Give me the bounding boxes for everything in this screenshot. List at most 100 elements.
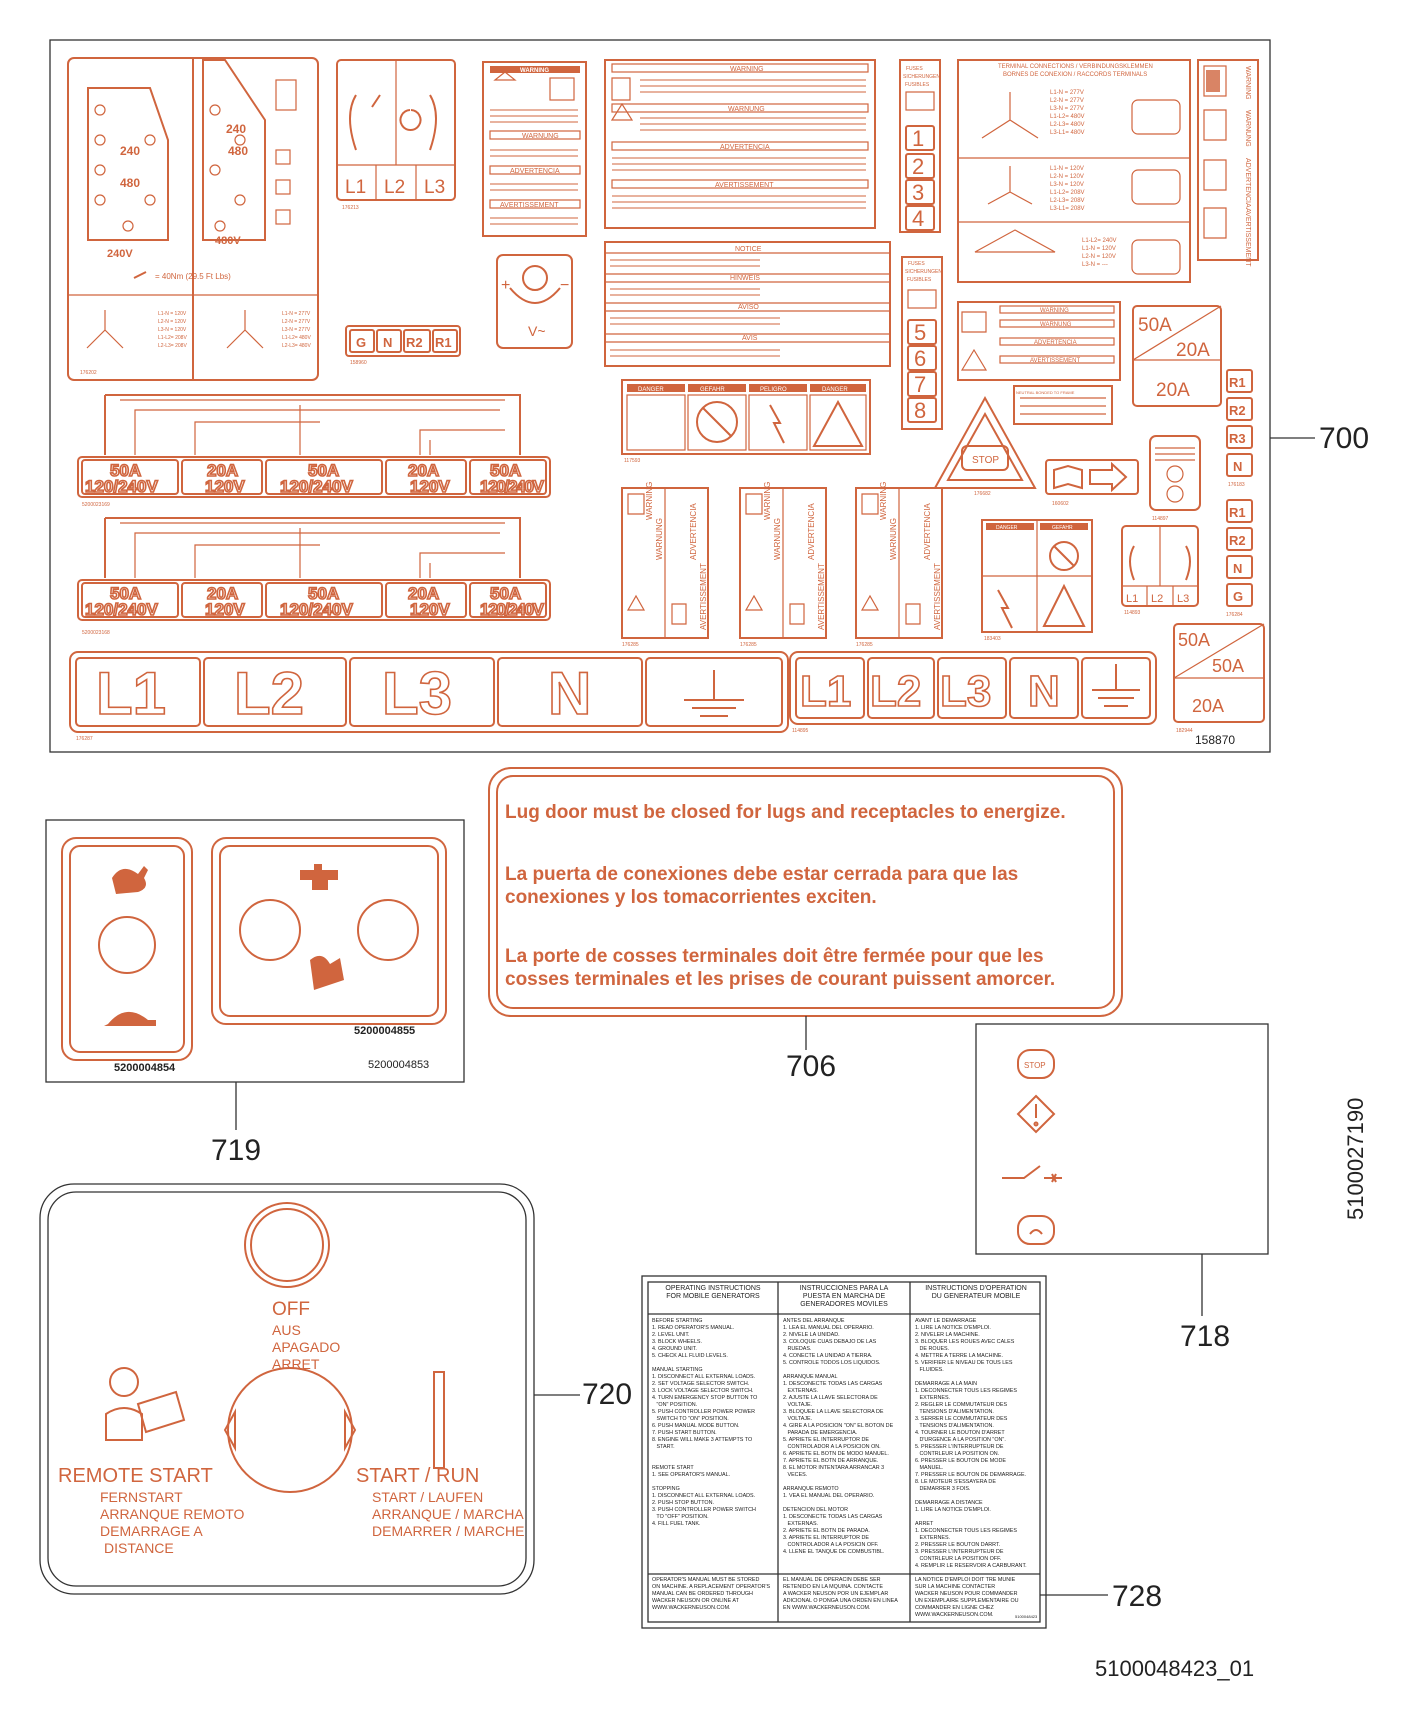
svg-text:L3: L3: [940, 667, 991, 716]
svg-text:L2-L3= 208V: L2-L3= 208V: [158, 343, 187, 349]
relay-tags-upper: R1 R2 R3 N 176183: [1226, 369, 1253, 488]
remote-start-label-720: [39, 1183, 535, 1595]
svg-text:L1-N = 120V: L1-N = 120V: [1050, 166, 1084, 172]
svg-text:L2-L3= 480V: L2-L3= 480V: [1050, 122, 1085, 128]
fuse-label-1-4: FUSES SICHERUNGEN FUSIBLES 1 2 3 4: [899, 59, 941, 233]
svg-text:L3-N = 277V: L3-N = 277V: [1050, 106, 1084, 112]
svg-text:176287: 176287: [76, 736, 93, 742]
svg-text:N: N: [383, 335, 392, 350]
svg-text:AVERTISSEMENT: AVERTISSEMENT: [699, 563, 708, 630]
fuse-label-5-8: FUSES SICHERUNGEN FUSIBLES 5 6 7 8: [901, 256, 943, 430]
svg-text:176202: 176202: [80, 370, 97, 376]
svg-text:ADVERTENCIA: ADVERTENCIA: [1244, 158, 1251, 208]
svg-text:114893: 114893: [1124, 610, 1141, 616]
terminal-label-small: L1 L2 L3 N 114895: [789, 651, 1157, 734]
svg-text:480: 480: [120, 176, 140, 190]
svg-text:L3: L3: [1177, 593, 1189, 605]
svg-text:5100048423: 5100048423: [1015, 1614, 1038, 1619]
part-number-718: 5100027190: [1343, 1098, 1368, 1220]
svg-text:L2-L3= 208V: L2-L3= 208V: [1050, 198, 1085, 204]
svg-text:L1-N = 277V: L1-N = 277V: [1050, 90, 1084, 96]
electric-shock-icon: [748, 394, 808, 451]
read-manual-icon: [1053, 464, 1083, 490]
switch-label-l1: L1: [345, 177, 366, 198]
turtle-icon: [104, 1011, 156, 1026]
terminal-l3: L3: [382, 660, 452, 727]
svg-text:L1: L1: [800, 667, 851, 716]
svg-text:R2: R2: [1229, 403, 1246, 418]
warning-vertical-label-2: WARNING WARNUNG ADVERTENCIA AVERTISSEMEN…: [739, 482, 827, 648]
control-label-718: 5100027190 STOP: [975, 1023, 1368, 1255]
svg-text:WARNUNG: WARNUNG: [1040, 322, 1072, 328]
svg-text:DANGER: DANGER: [822, 387, 848, 393]
neutral-bond-label: NEUTRAL BONDED TO FRAME: [1013, 385, 1113, 425]
svg-text:NEUTRAL BONDED TO FRAME: NEUTRAL BONDED TO FRAME: [1016, 390, 1075, 395]
svg-text:−: −: [560, 277, 569, 294]
svg-text:R3: R3: [1229, 431, 1246, 446]
lug-door-label-706: Lug door must be closed for lugs and rec…: [488, 767, 1123, 1017]
grounding-tags-label: G N R2 R1 158960: [345, 325, 461, 366]
svg-text:5: 5: [914, 320, 926, 345]
svg-text:L1-L2= 480V: L1-L2= 480V: [1050, 114, 1085, 120]
svg-text:WARNUNG: WARNUNG: [728, 106, 765, 113]
svg-text:L2: L2: [870, 667, 921, 716]
svg-text:5200004853: 5200004853: [368, 1059, 429, 1071]
wye-diagram-icon: [981, 92, 1039, 139]
engine-stop-icon: [961, 445, 1009, 471]
callout-700: 700: [1319, 422, 1370, 455]
callout-720: 720: [582, 1378, 633, 1411]
warning-label-small: WARNING WARNUNG ADVERTENCIA AVERTISSEMEN…: [957, 301, 1121, 381]
svg-text:GEFAHR: GEFAHR: [1052, 525, 1073, 531]
svg-text:L2: L2: [1151, 593, 1163, 605]
svg-text:L1-L2= 480V: L1-L2= 480V: [282, 335, 311, 341]
read-manual-icon: [549, 77, 575, 101]
svg-text:117593: 117593: [624, 458, 641, 464]
svg-text:120/240V: 120/240V: [85, 600, 158, 619]
svg-text:176213: 176213: [342, 205, 359, 211]
svg-text:R2: R2: [1229, 533, 1246, 548]
svg-text:L2-N = 120V: L2-N = 120V: [1082, 254, 1116, 260]
svg-text:120/240V: 120/240V: [480, 477, 545, 496]
svg-text:WARNING: WARNING: [763, 482, 772, 520]
svg-text:WARNING: WARNING: [879, 482, 888, 520]
callout-718: 718: [1180, 1320, 1231, 1353]
remote-operator-icon: [105, 1367, 186, 1441]
svg-text:120V: 120V: [410, 477, 450, 496]
svg-text:50A: 50A: [490, 461, 521, 480]
svg-text:AVIS: AVIS: [742, 335, 758, 342]
warning-vertical-label-1: WARNING WARNUNG ADVERTENCIA AVERTISSEMEN…: [621, 482, 709, 648]
svg-text:TERMINAL CONNECTIONS / VERBIND: TERMINAL CONNECTIONS / VERBINDUNGSKLEMME…: [998, 64, 1153, 70]
svg-text:ADVERTENCIA: ADVERTENCIA: [510, 168, 560, 175]
svg-text:WARNING: WARNING: [645, 482, 654, 520]
svg-text:N: N: [1028, 667, 1060, 716]
svg-text:50A: 50A: [490, 584, 521, 603]
switch-symbol-icon: [1002, 1165, 1062, 1183]
svg-text:20A: 20A: [207, 461, 238, 480]
start-run-text: START / RUN START / LAUFEN ARRANQUE / MA…: [356, 1466, 525, 1538]
svg-text:NOTICE: NOTICE: [735, 246, 762, 253]
speed-label-sheet-719: 5200004854 5200004855 5200004853: [45, 819, 465, 1083]
svg-text:WARNUNG: WARNUNG: [1244, 110, 1251, 147]
svg-text:WARNUNG: WARNUNG: [522, 133, 559, 140]
svg-text:50A: 50A: [1178, 630, 1210, 650]
svg-text:WARNUNG: WARNUNG: [889, 518, 898, 560]
svg-text:120/240V: 120/240V: [280, 477, 353, 496]
svg-text:1: 1: [912, 126, 924, 151]
svg-text:2: 2: [912, 154, 924, 179]
exhaust-hazard-icon: [626, 394, 686, 451]
svg-text:4: 4: [912, 206, 924, 231]
breaker-label-row-1: 50A 120/240V 20A 120V 50A 120/240V 20A 1…: [77, 394, 551, 508]
remote-start-tag: 114897: [1149, 435, 1201, 522]
breaker-label-row-2: 50A 120/240V 20A 120V 50A 120/240V 20A 1…: [77, 517, 551, 636]
switch-position-label-small: L1 L2 L3 114893: [1121, 525, 1199, 616]
svg-text:AVISO: AVISO: [738, 304, 759, 311]
svg-text:50A: 50A: [110, 584, 141, 603]
svg-text:AVERTISSEMENT: AVERTISSEMENT: [1244, 208, 1251, 267]
svg-text:L3-N = 120V: L3-N = 120V: [1050, 182, 1084, 188]
svg-text:WARNING: WARNING: [1040, 308, 1069, 314]
svg-text:FUSES: FUSES: [908, 261, 925, 267]
svg-text:114897: 114897: [1152, 516, 1169, 522]
svg-text:L3-N = 120V: L3-N = 120V: [158, 327, 187, 333]
